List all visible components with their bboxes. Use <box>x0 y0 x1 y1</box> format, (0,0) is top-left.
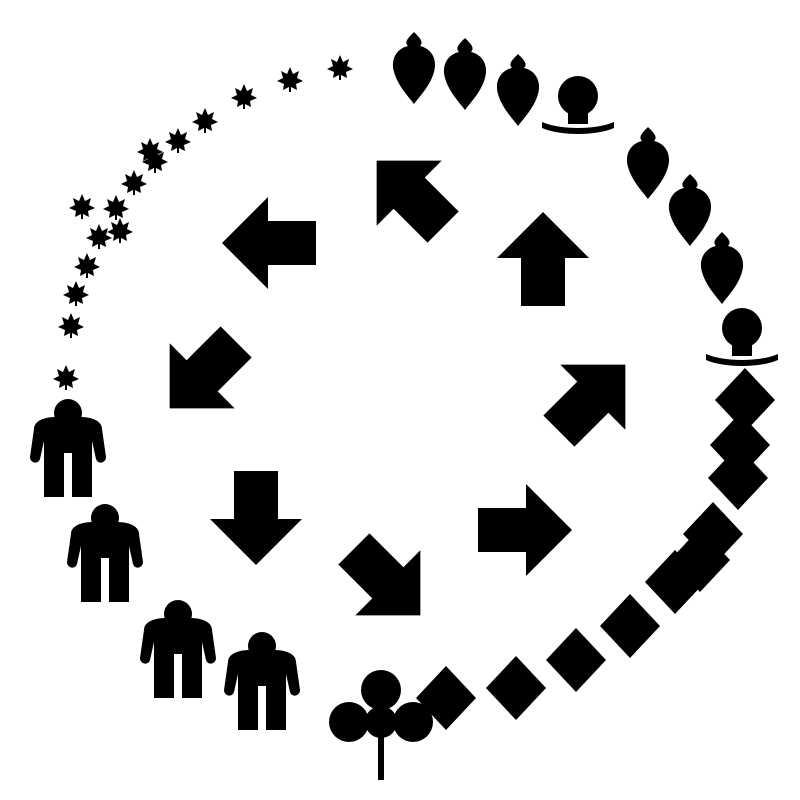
maple-leaf-icon <box>165 128 191 153</box>
maple-leaf-icon <box>58 313 84 338</box>
diamond-icon <box>486 656 546 720</box>
spade-leaf-icon <box>668 174 712 246</box>
maple-leaf-icon <box>86 224 112 249</box>
spade-leaf-icon <box>392 32 436 104</box>
person-icon <box>224 632 300 730</box>
spade-leaf-icon <box>443 38 487 110</box>
arrow-up-icon <box>497 212 589 306</box>
arrow-down-left-icon <box>137 309 269 441</box>
maple-leaf-icon <box>69 194 95 219</box>
maple-leaf-icon <box>327 55 353 80</box>
spade-leaf-icon <box>496 54 540 126</box>
spade-leaf-icon <box>700 232 744 304</box>
arrow-down-icon <box>210 471 302 565</box>
maple-leaf-icon <box>231 84 257 109</box>
maple-leaf-icon <box>121 170 147 195</box>
inner-arrow-ring <box>137 128 658 648</box>
maple-leaf-icon <box>63 281 89 306</box>
clover-icon <box>329 670 433 780</box>
diamond-icon <box>546 628 606 692</box>
person-icon <box>140 600 216 698</box>
maple-leaf-icon <box>107 218 133 243</box>
arrow-right-icon <box>478 484 572 576</box>
maple-leaf-icon <box>192 108 218 133</box>
arrow-down-right-icon <box>321 516 453 648</box>
figure-on-line-icon <box>542 76 614 134</box>
spade-leaf-icon <box>626 127 670 199</box>
maple-leaf-icon <box>74 253 100 278</box>
figure-on-line-icon <box>706 308 778 366</box>
diamond-icon <box>600 594 660 658</box>
maple-leaf-icon <box>103 195 129 220</box>
maple-leaf-icon <box>277 67 303 92</box>
arrow-left-icon <box>222 197 316 289</box>
arrow-up-left-icon <box>344 128 476 260</box>
person-icon <box>67 504 143 602</box>
arrow-up-right-icon <box>526 332 658 464</box>
outer-symbol-ring <box>30 32 778 780</box>
person-icon <box>30 399 106 497</box>
maple-leaf-icon <box>53 365 79 390</box>
